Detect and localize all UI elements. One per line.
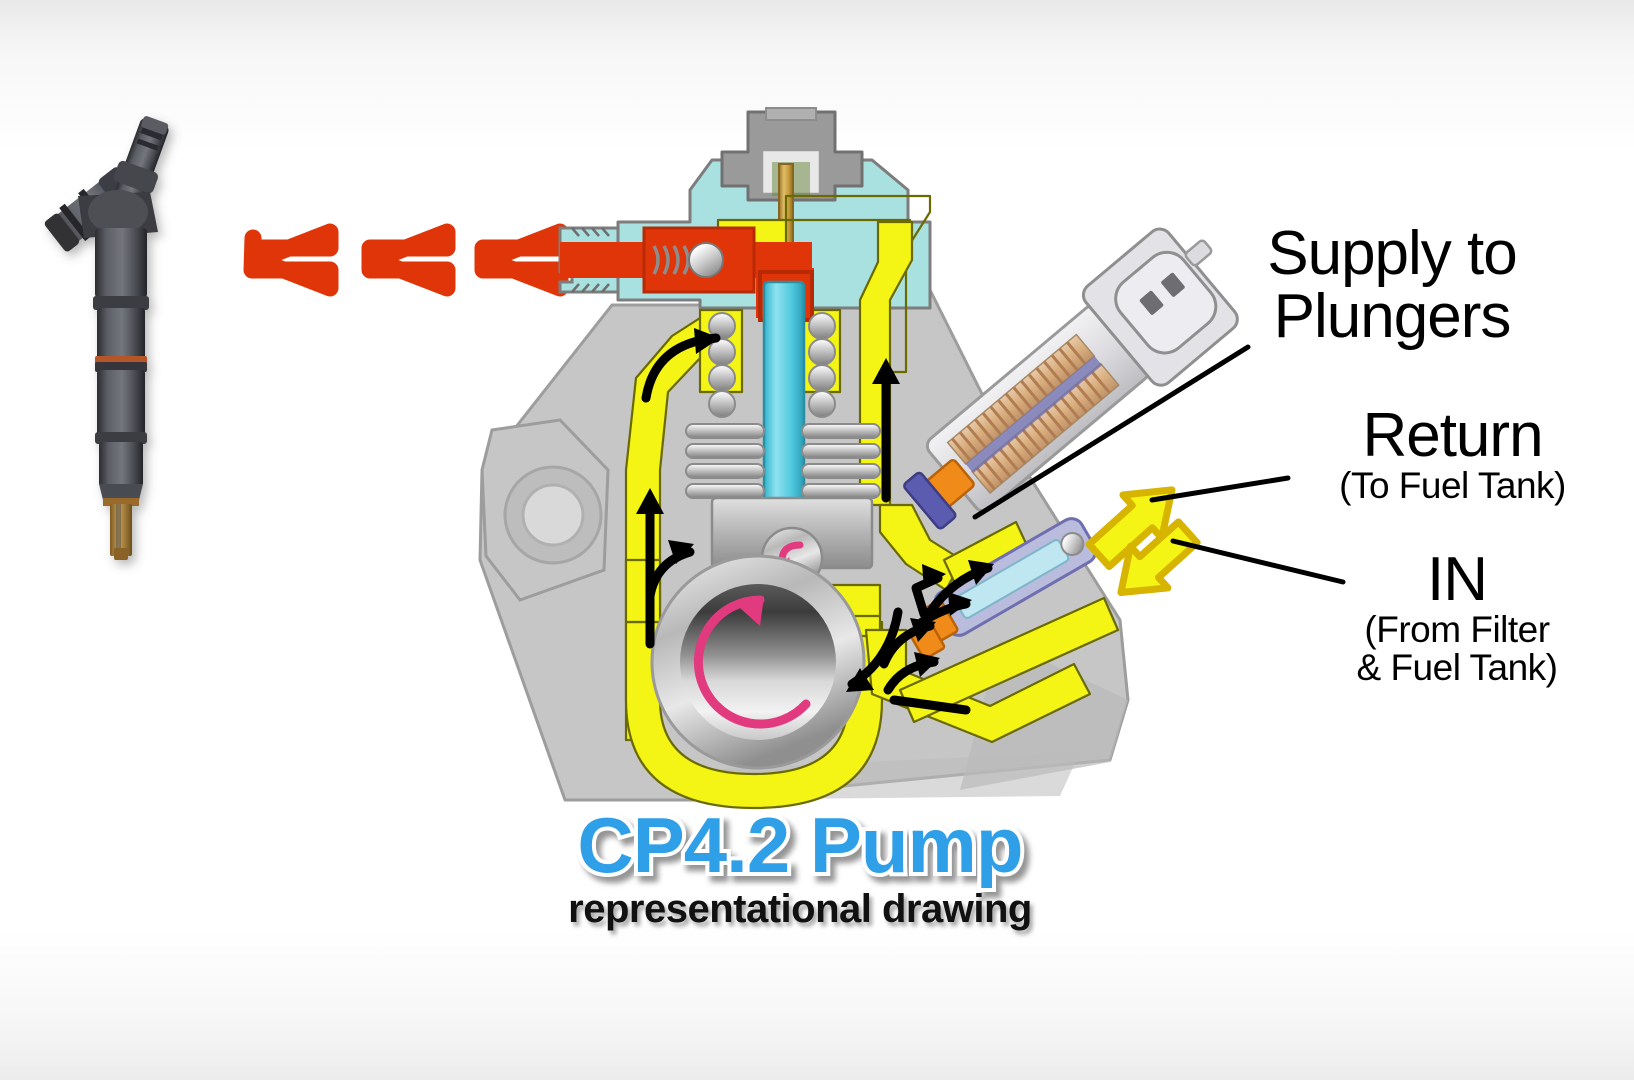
inlet-metering-solenoid — [903, 227, 1239, 530]
port-arrows — [1085, 486, 1201, 597]
label-in-line1: IN — [1427, 545, 1488, 614]
camshaft — [650, 554, 866, 770]
fuel-flow-arrows — [636, 328, 994, 715]
diagram-title-block: CP4.2 Pump representational drawing — [420, 797, 1180, 932]
label-supply-line1: Supply to — [1267, 219, 1518, 288]
label-return: Return (To Fuel Tank) — [1280, 404, 1625, 505]
plunger-spring-stack-left — [685, 312, 765, 499]
fuel-injector-photo — [44, 116, 169, 560]
pressure-control-valve-cap — [720, 107, 864, 202]
port-arrow-in — [1117, 518, 1201, 597]
label-leader-lines — [972, 344, 1346, 585]
port-arrow-return — [1085, 486, 1176, 571]
high-pressure-outlet-arrows — [243, 223, 569, 297]
outlet-arrow-1 — [243, 223, 339, 297]
label-supply-line2: Plungers — [1273, 282, 1512, 352]
label-in-line3: & Fuel Tank) — [1356, 646, 1558, 688]
diagram-subtitle: representational drawing — [568, 887, 1032, 931]
thread-marks — [571, 227, 610, 293]
label-in-line2: (From Filter — [1364, 609, 1550, 651]
label-supply-to-plungers: Supply to Plungers — [1242, 219, 1542, 352]
leader-return — [1149, 475, 1291, 503]
label-return-line2: (To Fuel Tank) — [1339, 465, 1566, 507]
check-valve-spring — [652, 245, 690, 275]
outlet-arrow-3 — [474, 223, 569, 297]
label-return-line1: Return — [1362, 401, 1543, 470]
connector-pin-1 — [1139, 290, 1164, 315]
outlet-arrow-2 — [361, 223, 456, 297]
inlet-metering-piston — [909, 517, 1098, 660]
connector-pin-2 — [1161, 272, 1185, 297]
label-in: IN (From Filter & Fuel Tank) — [1292, 548, 1622, 687]
leader-in — [1170, 538, 1346, 585]
diagram-title: CP4.2 Pump — [573, 797, 1027, 893]
leader-supply-to-plungers — [972, 344, 1251, 520]
